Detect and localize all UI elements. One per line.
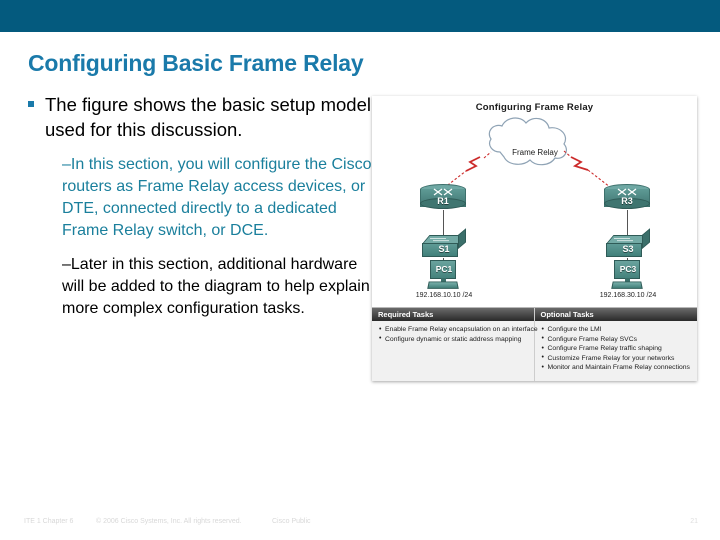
frame-relay-cloud: Frame Relay bbox=[470, 120, 600, 188]
required-tasks-column: Required Tasks Enable Frame Relay encaps… bbox=[372, 308, 538, 381]
optional-tasks-column: Optional Tasks Configure the LMI Configu… bbox=[534, 308, 698, 381]
bullet-level2-first-text: –In this section, you will configure the… bbox=[62, 156, 372, 239]
figure-caption: Configuring Frame Relay bbox=[475, 102, 594, 113]
switch-side bbox=[642, 228, 650, 249]
required-tasks-list: Enable Frame Relay encapsulation on an i… bbox=[372, 321, 538, 345]
footer-classification: Cisco Public bbox=[272, 518, 311, 525]
device-s3: S3 bbox=[606, 228, 650, 259]
router-bottom bbox=[604, 198, 650, 209]
bullet-level2-second-text: –Later in this section, additional hardw… bbox=[62, 256, 370, 317]
page-title: Configuring Basic Frame Relay bbox=[28, 50, 364, 76]
bullet-level1-text: The figure shows the basic setup model u… bbox=[45, 94, 371, 140]
bullet-level1: The figure shows the basic setup model u… bbox=[24, 92, 374, 142]
pc-base bbox=[427, 281, 459, 289]
slide-footer: ITE 1 Chapter 6 © 2006 Cisco Systems, In… bbox=[0, 518, 720, 530]
device-pc3: PC3 bbox=[611, 260, 645, 292]
pc-neck bbox=[441, 278, 446, 282]
bullet-level2-second: –Later in this section, additional hardw… bbox=[62, 254, 374, 320]
optional-tasks-list: Configure the LMI Configure Frame Relay … bbox=[535, 321, 698, 373]
link-r1-s1 bbox=[443, 210, 444, 236]
list-item: Customize Frame Relay for your networks bbox=[542, 353, 695, 364]
device-s1: S1 bbox=[422, 228, 466, 259]
square-bullet-icon bbox=[28, 101, 34, 107]
list-item: Configure Frame Relay traffic shaping bbox=[542, 344, 695, 354]
tasks-panel: Required Tasks Enable Frame Relay encaps… bbox=[372, 307, 697, 381]
list-item: Configure dynamic or static address mapp… bbox=[379, 334, 531, 345]
pc-base bbox=[611, 281, 643, 289]
network-diagram-figure: Configuring Frame Relay Frame Relay R1 bbox=[372, 96, 697, 381]
list-item: Configure Frame Relay SVCs bbox=[542, 334, 695, 345]
device-r1: R1 bbox=[420, 184, 466, 212]
link-r3-s3 bbox=[627, 210, 628, 236]
footer-page-number: 21 bbox=[690, 518, 698, 525]
ip-label-pc1: 192.168.10.10 /24 bbox=[415, 292, 473, 299]
router-arrows-icon bbox=[617, 188, 637, 196]
footer-copyright: © 2006 Cisco Systems, Inc. All rights re… bbox=[96, 518, 242, 525]
list-item: Enable Frame Relay encapsulation on an i… bbox=[379, 325, 538, 335]
cloud-label: Frame Relay bbox=[512, 148, 558, 157]
switch-face bbox=[606, 243, 642, 257]
bullet-level2-first: –In this section, you will configure the… bbox=[62, 154, 374, 242]
router-bottom bbox=[420, 198, 466, 209]
list-item: Configure the LMI bbox=[542, 325, 695, 335]
pc-monitor bbox=[430, 260, 456, 279]
device-r3: R3 bbox=[604, 184, 650, 212]
footer-chapter: ITE 1 Chapter 6 bbox=[24, 518, 74, 525]
header-band bbox=[0, 0, 720, 32]
device-pc1: PC1 bbox=[427, 260, 461, 292]
slide-body: The figure shows the basic setup model u… bbox=[24, 92, 374, 320]
switch-face bbox=[422, 243, 458, 257]
switch-ports-icon bbox=[614, 238, 633, 242]
optional-tasks-heading: Optional Tasks bbox=[534, 308, 697, 321]
switch-side bbox=[458, 228, 466, 249]
list-item: Monitor and Maintain Frame Relay connect… bbox=[542, 363, 695, 373]
router-arrows-icon bbox=[433, 188, 453, 196]
pc-neck bbox=[625, 278, 630, 282]
required-tasks-heading: Required Tasks bbox=[372, 308, 534, 321]
pc-monitor bbox=[614, 260, 640, 279]
switch-ports-icon bbox=[430, 238, 449, 242]
ip-label-pc3: 192.168.30.10 /24 bbox=[599, 292, 657, 299]
